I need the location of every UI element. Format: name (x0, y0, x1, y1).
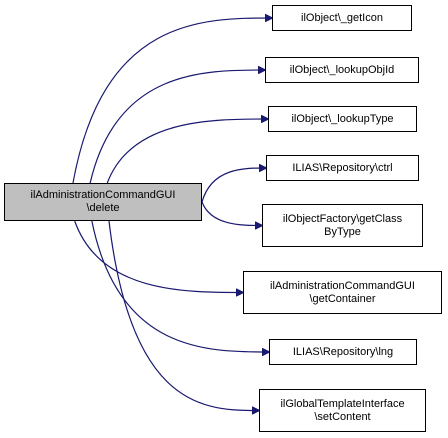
node-setContent-line-1: ilGlobalTemplateInterface (280, 397, 405, 410)
node-repository-lng-label: ILIAS\Repository\lng (292, 345, 394, 358)
edge-to-ctrl (201, 168, 266, 203)
edge-to-lookuptype (106, 119, 268, 184)
node-getClassByType-line-2: ByType (324, 225, 361, 238)
edge-to-geticon (72, 18, 272, 184)
edge-to-lookupobjid (89, 70, 265, 184)
node-lookupObjId[interactable]: ilObject\_lookupObjId (265, 57, 419, 83)
node-lookupObjId-label: ilObject\_lookupObjId (289, 63, 395, 76)
node-root-line-2: \delete (86, 202, 120, 214)
node-getClassByType[interactable]: ilObjectFactory\getClass ByType (262, 204, 423, 247)
node-lookupType[interactable]: ilObject\_lookupType (268, 106, 417, 132)
node-getContainer-line-1: ilAdministrationCommandGUI (270, 279, 415, 292)
node-root-delete[interactable]: ilAdministrationCommandGUI \delete (4, 183, 202, 221)
node-setContent-line-2: \setContent (314, 410, 371, 423)
node-repository-lng[interactable]: ILIAS\Repository\lng (269, 339, 417, 365)
node-setContent[interactable]: ilGlobalTemplateInterface \setContent (259, 389, 426, 432)
edges (72, 18, 272, 411)
edge-to-getcontainer (74, 220, 243, 293)
node-repository-ctrl-label: ILIAS\Repository\ctrl (292, 161, 393, 174)
node-getIcon[interactable]: ilObject\_getIcon (272, 5, 412, 31)
node-getContainer-line-2: \getContainer (309, 292, 376, 305)
node-root-line-1: ilAdministrationCommandGUI (30, 189, 176, 201)
node-getClassByType-line-1: ilObjectFactory\getClass (282, 212, 403, 225)
edge-to-setcontent (108, 220, 259, 411)
node-lookupType-label: ilObject\_lookupType (291, 112, 394, 125)
edge-to-getclassbytype (201, 201, 262, 226)
edge-to-lng (91, 220, 269, 352)
node-getIcon-label: ilObject\_getIcon (301, 11, 383, 24)
node-repository-ctrl[interactable]: ILIAS\Repository\ctrl (266, 155, 419, 181)
node-getContainer[interactable]: ilAdministrationCommandGUI \getContainer (243, 271, 442, 314)
